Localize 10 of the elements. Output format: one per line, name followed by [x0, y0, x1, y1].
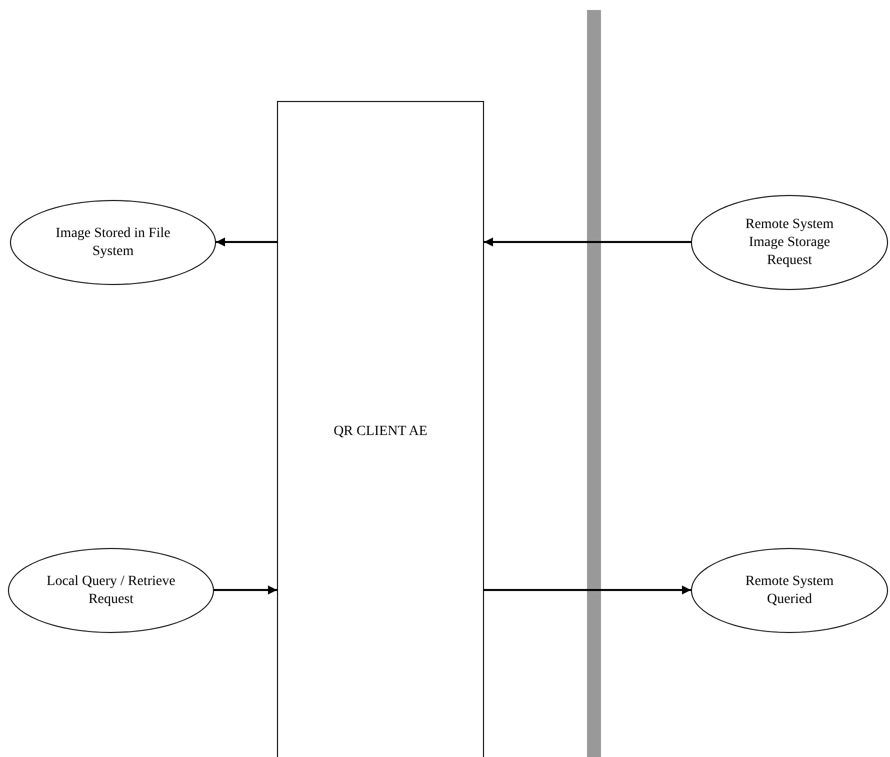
node-label: Image Stored in File System	[54, 224, 172, 260]
arrow	[484, 238, 691, 246]
arrow	[484, 586, 691, 594]
arrow	[214, 586, 277, 594]
node-label: Local Query / Retrieve Request	[46, 572, 176, 608]
node-label: Remote System Queried	[744, 572, 835, 608]
arrow	[216, 238, 277, 246]
node-label: Remote System Image Storage Request	[744, 216, 835, 270]
application-entity-box	[277, 101, 484, 757]
node-label: QR CLIENT AE	[334, 422, 428, 440]
